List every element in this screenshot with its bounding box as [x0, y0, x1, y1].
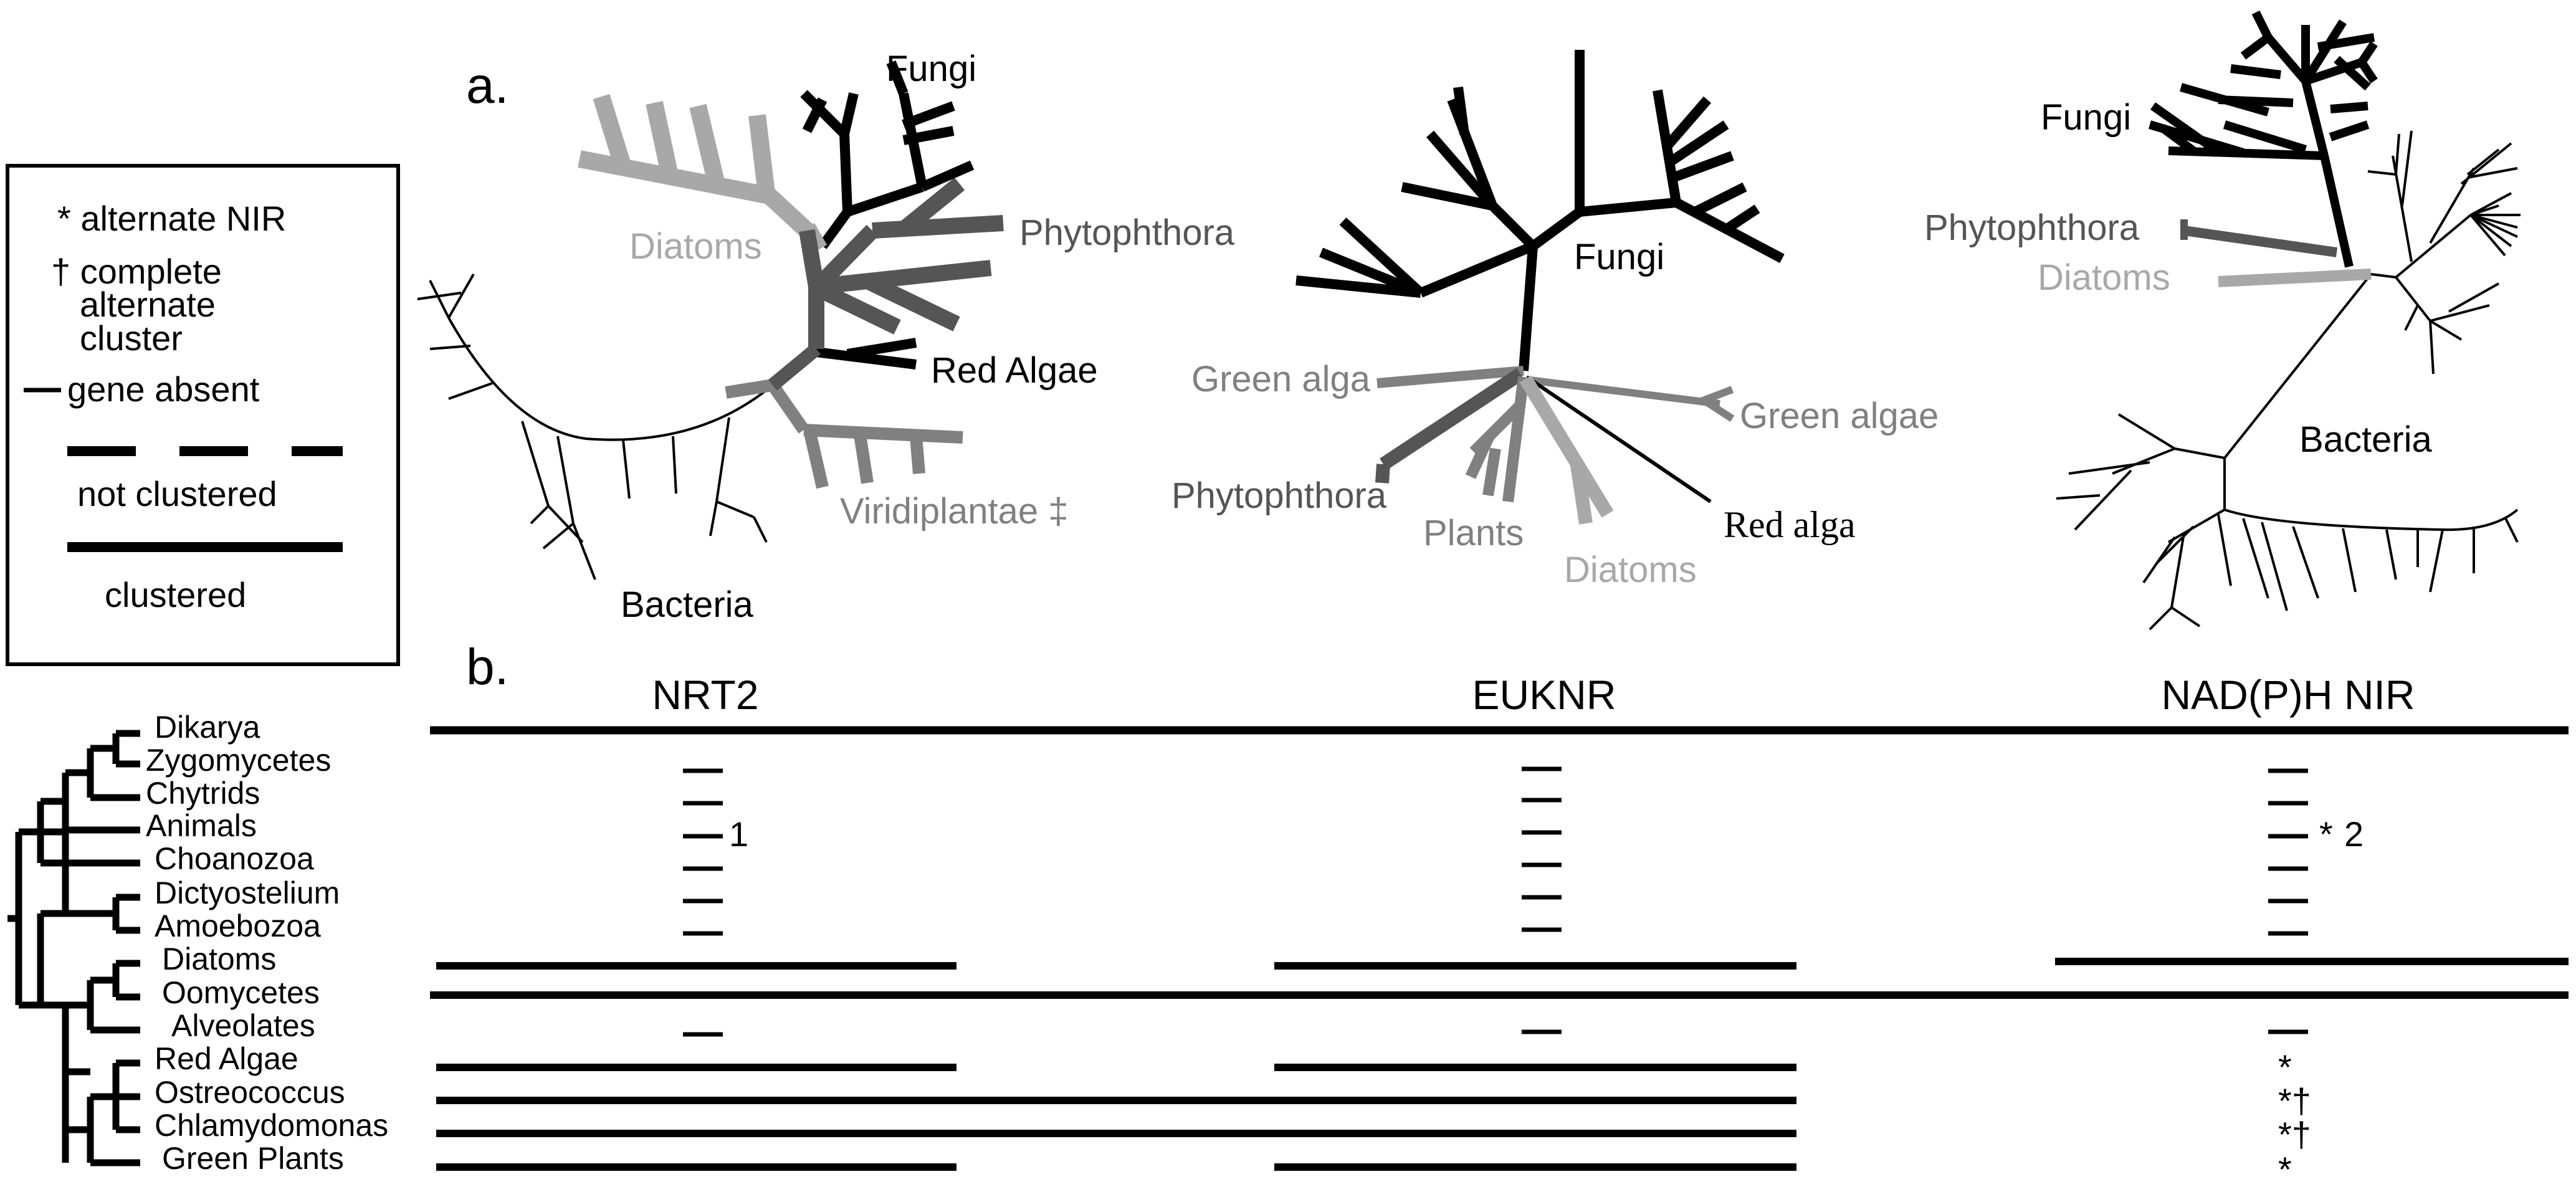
absent-marks-nir [2268, 768, 2308, 1034]
legend: * alternate NIR † complete alternate clu… [6, 164, 400, 666]
panel-label-b: b. [466, 639, 508, 695]
taxon-label: Dictyostelium [155, 875, 340, 910]
tree-nir-fungi-branches [2148, 10, 2378, 268]
legend-gene-absent: gene absent [67, 370, 260, 409]
note-nir-animals-star: * [2319, 814, 2333, 854]
taxon-label: Green Plants [162, 1141, 344, 1176]
taxon-label: Ostreococcus [155, 1075, 345, 1110]
tree-nrt2-stem-lower [768, 343, 821, 391]
taxon-label: Choanozoa [155, 841, 314, 876]
tree-nir-label-bacteria: Bacteria [2299, 419, 2433, 460]
taxon-label: Oomycetes [162, 975, 320, 1010]
note-nir-ostreococcus: *† [2278, 1081, 2311, 1120]
taxon-label: Amoebozoa [155, 908, 321, 943]
tree-euknr-label-diatoms: Diatoms [1564, 550, 1697, 590]
legend-alternate-nir: * alternate NIR [57, 199, 286, 238]
taxon-label: Red Algae [155, 1041, 298, 1076]
legend-clustered: clustered [105, 575, 246, 614]
column-header-nir: NAD(P)H NIR [2162, 672, 2415, 718]
tree-euknr-label-green-algae: Green algae [1740, 396, 1939, 436]
legend-complete-line2: alternate [80, 285, 216, 324]
taxon-label: Alveolates [171, 1008, 315, 1043]
tree-nir: Fungi Phytophthora Diatoms Bacteria [1924, 10, 2521, 631]
tree-nrt2-stem-dark [799, 229, 824, 289]
note-nir-green-plants: * [2278, 1150, 2292, 1189]
tree-nrt2-stem-gray [725, 379, 774, 399]
tree-nrt2-bacteria-branches [417, 274, 774, 580]
tree-nir-bacteria-branches [2056, 130, 2521, 631]
presence-lines [430, 958, 2569, 1171]
taxon-label: Chlamydomonas [155, 1108, 388, 1143]
taxon-label: Zygomycetes [146, 743, 331, 778]
absent-marks-euknr [1522, 766, 1562, 1034]
note-nrt2-animals: 1 [729, 814, 748, 854]
column-header-euknr: EUKNR [1472, 672, 1616, 718]
tree-nrt2-fungi-branches [800, 60, 975, 249]
tree-euknr-green-algae-branches [1529, 376, 1735, 422]
tree-euknr-phytophthora-branches [1375, 368, 1525, 484]
tree-nir-diatoms-branch [2218, 269, 2372, 287]
tree-euknr-diatoms-branches [1519, 375, 1614, 525]
tree-nir-label-fungi: Fungi [2041, 97, 2131, 138]
tree-nrt2-label-fungi: Fungi [886, 49, 976, 89]
taxon-label: Dikarya [155, 710, 260, 745]
taxon-label: Diatoms [162, 942, 276, 976]
legend-not-clustered: not clustered [77, 474, 277, 513]
tree-nrt2-label-viridiplantae: Viridiplantae ‡ [840, 491, 1069, 532]
tree-euknr-label-phytophthora: Phytophthora [1171, 475, 1387, 516]
legend-complete-line1: † complete [51, 252, 222, 291]
tree-nrt2-label-bacteria: Bacteria [621, 584, 754, 625]
tree-euknr: Fungi Green alga Green algae Phytophthor… [1171, 50, 1939, 590]
tree-nrt2-label-diatoms: Diatoms [629, 226, 762, 267]
taxon-labels: Dikarya Zygomycetes Chytrids Animals Cho… [146, 710, 388, 1176]
tree-euknr-label-fungi: Fungi [1574, 237, 1664, 277]
tree-nrt2-label-red-algae: Red Algae [931, 350, 1098, 391]
tree-euknr-label-plants: Plants [1423, 513, 1524, 553]
note-nir-chlamydomonas: *† [2278, 1115, 2311, 1154]
tree-euknr-plants-branches [1465, 376, 1529, 503]
cladogram [7, 730, 140, 1166]
column-header-nrt2: NRT2 [652, 672, 758, 718]
tree-nir-phytophthora-branch [2183, 226, 2338, 257]
tree-nrt2-viridiplantae-branches [767, 381, 963, 489]
tree-nir-label-phytophthora: Phytophthora [1924, 207, 2140, 248]
panel-label-a: a. [466, 57, 508, 114]
legend-complete-line3: cluster [80, 318, 183, 358]
tree-euknr-label-green-alga: Green alga [1191, 359, 1371, 399]
tree-nrt2-label-phytophthora: Phytophthora [1019, 212, 1235, 253]
absent-marks-nrt2 [683, 768, 723, 1037]
tree-euknr-label-red-alga: Red alga [1724, 504, 1856, 545]
legend-box [6, 164, 400, 666]
tree-nir-label-diatoms: Diatoms [2038, 257, 2170, 298]
tree-euknr-red-alga-branch [1525, 375, 1712, 503]
tree-nrt2: Fungi Phytophthora Diatoms Red Algae Vir… [417, 49, 1235, 625]
tree-euknr-fungi-branches [1295, 50, 1785, 371]
note-nir-animals: 2 [2344, 814, 2364, 854]
tree-euknr-green-alga-branch [1376, 366, 1524, 388]
taxon-label: Animals [146, 808, 257, 843]
taxon-label: Chytrids [146, 776, 260, 811]
tree-nrt2-phytophthora-branches [808, 177, 1004, 349]
note-nir-red-algae: * [2278, 1047, 2292, 1087]
